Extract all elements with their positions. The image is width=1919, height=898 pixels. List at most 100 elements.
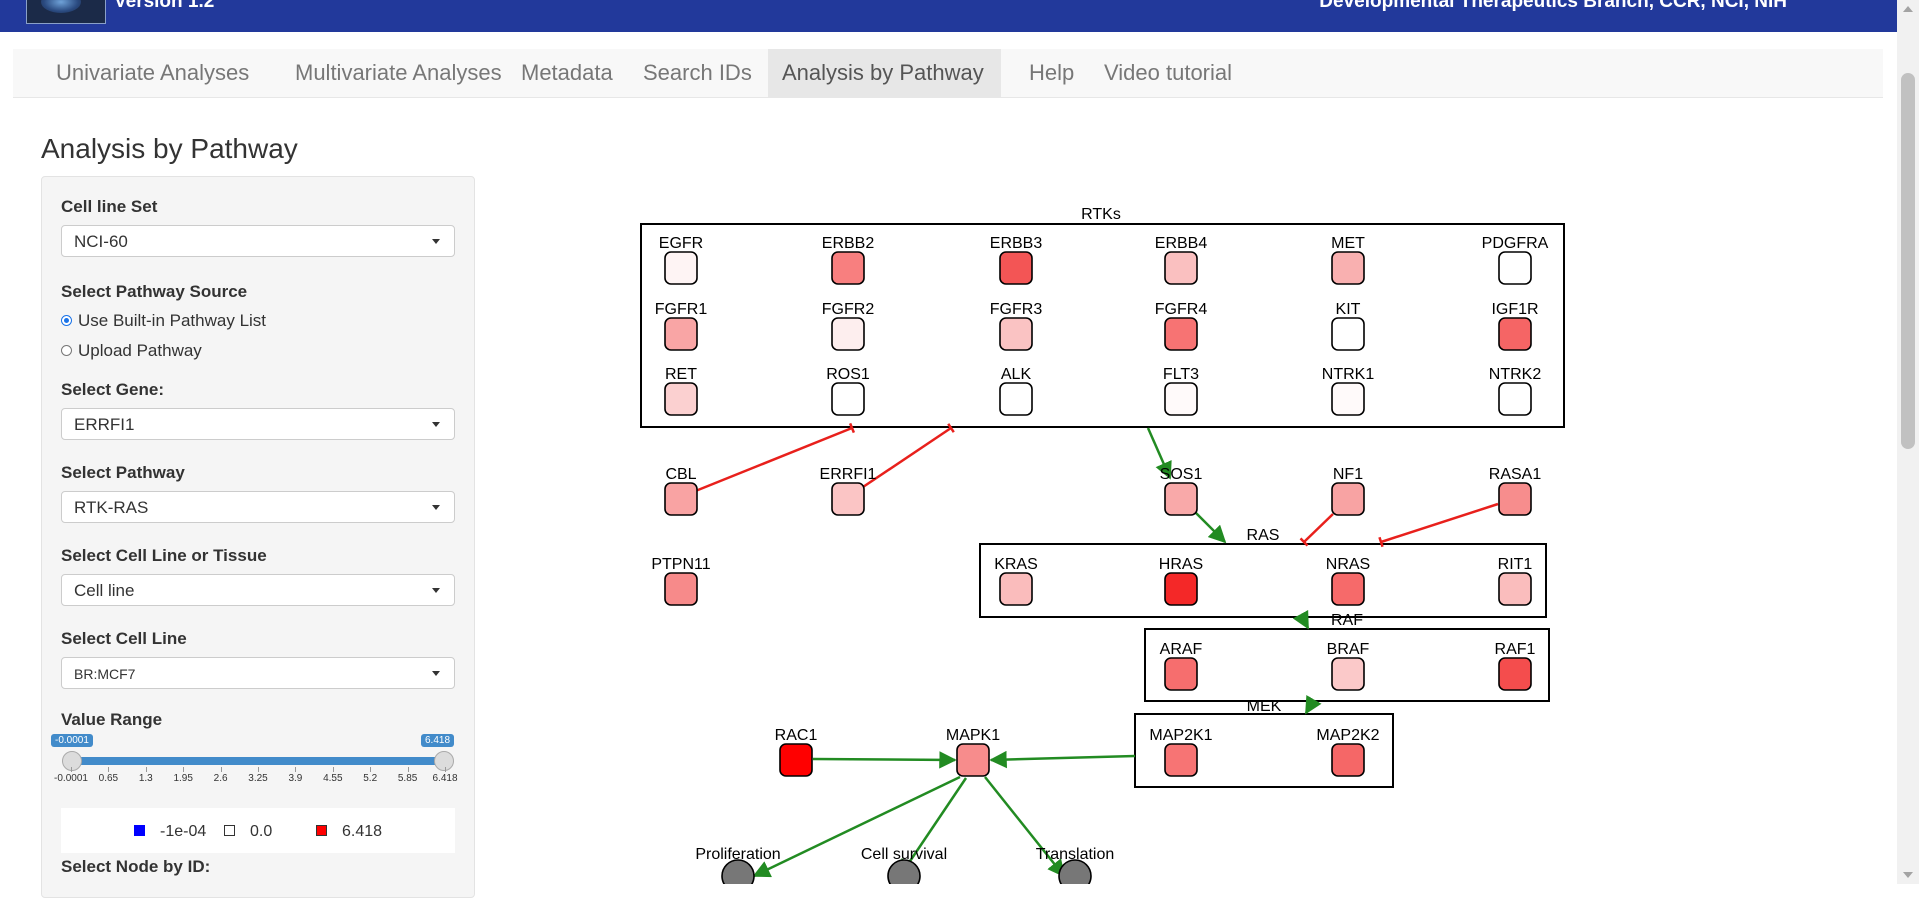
node-sos1[interactable] bbox=[1164, 482, 1198, 516]
inhibition-bar-nf1 bbox=[1299, 537, 1309, 547]
chevron-down-icon bbox=[432, 505, 440, 510]
pathway-label: Select Pathway bbox=[61, 463, 185, 482]
slider-max-handle[interactable] bbox=[434, 751, 454, 771]
node-nras[interactable] bbox=[1331, 572, 1365, 606]
node-rit1[interactable] bbox=[1498, 572, 1532, 606]
group-label-raf: RAF bbox=[1331, 612, 1363, 629]
pathway-select[interactable]: RTK-RAS bbox=[61, 491, 455, 523]
slider-tick-label: 6.418 bbox=[432, 773, 458, 784]
tab-help[interactable]: Help bbox=[1029, 60, 1075, 85]
node-errfi1[interactable] bbox=[831, 482, 865, 516]
radio-selected-icon[interactable] bbox=[61, 315, 72, 326]
cell-or-tissue-select[interactable]: Cell line bbox=[61, 574, 455, 606]
header-banner: Version 1.2 Developmental Therapeutics B… bbox=[0, 0, 1919, 32]
process-node-proliferation[interactable] bbox=[721, 859, 755, 884]
radio-builtin-pathway[interactable]: Use Built-in Pathway List bbox=[61, 311, 266, 331]
legend-mid-text: 0.0 bbox=[250, 823, 273, 840]
node-cbl[interactable] bbox=[664, 482, 698, 516]
group-label-rtks: RTKs bbox=[1081, 206, 1121, 223]
slider-track[interactable] bbox=[71, 757, 445, 765]
node-fgfr3[interactable] bbox=[999, 317, 1033, 351]
node-raf1[interactable] bbox=[1498, 657, 1532, 691]
slider-tick-label: 3.9 bbox=[288, 773, 303, 784]
node-araf[interactable] bbox=[1164, 657, 1198, 691]
node-label-rit1: RIT1 bbox=[1498, 556, 1533, 573]
radio-unselected-icon[interactable] bbox=[61, 345, 72, 356]
cell-line-select[interactable]: BR:MCF7 bbox=[61, 657, 455, 689]
node-pdgfra[interactable] bbox=[1498, 251, 1532, 285]
slider-tick-label: 1.95 bbox=[173, 773, 193, 784]
edge-errfi1 bbox=[862, 426, 952, 489]
radio-upload-label: Upload Pathway bbox=[78, 341, 202, 360]
tab-multivariate-analyses[interactable]: Multivariate Analyses bbox=[295, 60, 502, 85]
node-ret[interactable] bbox=[664, 382, 698, 416]
slider-min-handle[interactable] bbox=[62, 751, 82, 771]
process-label-translation: Translation bbox=[1036, 846, 1115, 863]
edge-mapk1-proliferation bbox=[752, 775, 961, 878]
node-erbb4[interactable] bbox=[1164, 251, 1198, 285]
nav-tabs: Univariate Analyses Multivariate Analyse… bbox=[13, 49, 1883, 98]
scrollbar-thumb[interactable] bbox=[1901, 73, 1915, 449]
tab-analysis-by-pathway[interactable]: Analysis by Pathway bbox=[768, 49, 1001, 97]
node-fgfr4[interactable] bbox=[1164, 317, 1198, 351]
node-label-errfi1: ERRFI1 bbox=[820, 466, 877, 483]
slider-tick-mark bbox=[445, 767, 446, 772]
edge-raf-mek bbox=[1304, 694, 1322, 715]
node-rac1[interactable] bbox=[779, 743, 813, 777]
node-label-cbl: CBL bbox=[665, 466, 696, 483]
node-ptpn11[interactable] bbox=[664, 572, 698, 606]
legend-high-text: 6.418 bbox=[342, 823, 383, 840]
slider-tick-label: 3.25 bbox=[248, 773, 268, 784]
node-label-fgfr4: FGFR4 bbox=[1155, 301, 1208, 318]
node-rasa1[interactable] bbox=[1498, 482, 1532, 516]
tab-metadata[interactable]: Metadata bbox=[521, 60, 613, 85]
node-label-sos1: SOS1 bbox=[1160, 466, 1203, 483]
process-node-translation[interactable] bbox=[1058, 859, 1092, 884]
node-ntrk2[interactable] bbox=[1498, 382, 1532, 416]
node-hras[interactable] bbox=[1164, 572, 1198, 606]
slider-tick-label: -0.0001 bbox=[54, 773, 88, 784]
node-kras[interactable] bbox=[999, 572, 1033, 606]
node-map2k2[interactable] bbox=[1331, 743, 1365, 777]
node-ros1[interactable] bbox=[831, 382, 865, 416]
node-egfr[interactable] bbox=[664, 251, 698, 285]
node-label-rasa1: RASA1 bbox=[1489, 466, 1542, 483]
node-erbb2[interactable] bbox=[831, 251, 865, 285]
process-node-cell-survival[interactable] bbox=[887, 859, 921, 884]
cell-line-set-select[interactable]: NCI-60 bbox=[61, 225, 455, 257]
slider-tick-mark bbox=[370, 767, 372, 772]
node-flt3[interactable] bbox=[1164, 382, 1198, 416]
group-box-mek bbox=[1134, 713, 1394, 788]
cell-line-label: Select Cell Line bbox=[61, 629, 187, 648]
slider-tick-label: 0.65 bbox=[98, 773, 119, 784]
node-igf1r[interactable] bbox=[1498, 317, 1532, 351]
cell-line-set-label: Cell line Set bbox=[61, 197, 158, 216]
node-map2k1[interactable] bbox=[1164, 743, 1198, 777]
node-alk[interactable] bbox=[999, 382, 1033, 416]
node-erbb3[interactable] bbox=[999, 251, 1033, 285]
node-fgfr2[interactable] bbox=[831, 317, 865, 351]
node-fgfr1[interactable] bbox=[664, 317, 698, 351]
scroll-down-icon[interactable] bbox=[1903, 872, 1913, 878]
legend-low-text: -1e-04 bbox=[160, 823, 207, 840]
chevron-down-icon bbox=[432, 671, 440, 676]
inhibition-bar-rasa1 bbox=[1378, 536, 1384, 548]
node-nf1[interactable] bbox=[1331, 482, 1365, 516]
slider-tick-label: 2.6 bbox=[213, 773, 228, 784]
tab-video-tutorial[interactable]: Video tutorial bbox=[1104, 60, 1233, 85]
tab-search-ids[interactable]: Search IDs bbox=[643, 60, 752, 85]
node-kit[interactable] bbox=[1331, 317, 1365, 351]
scroll-up-icon[interactable] bbox=[1903, 6, 1913, 12]
node-mapk1[interactable] bbox=[956, 743, 990, 777]
page-scrollbar[interactable] bbox=[1897, 0, 1919, 884]
tab-univariate-analyses[interactable]: Univariate Analyses bbox=[56, 60, 250, 85]
gene-value: ERRFI1 bbox=[74, 415, 135, 434]
gene-select[interactable]: ERRFI1 bbox=[61, 408, 455, 440]
node-ntrk1[interactable] bbox=[1331, 382, 1365, 416]
slider-tick-mark bbox=[332, 767, 334, 772]
node-met[interactable] bbox=[1331, 251, 1365, 285]
node-braf[interactable] bbox=[1331, 657, 1365, 691]
radio-upload-pathway[interactable]: Upload Pathway bbox=[61, 341, 202, 361]
